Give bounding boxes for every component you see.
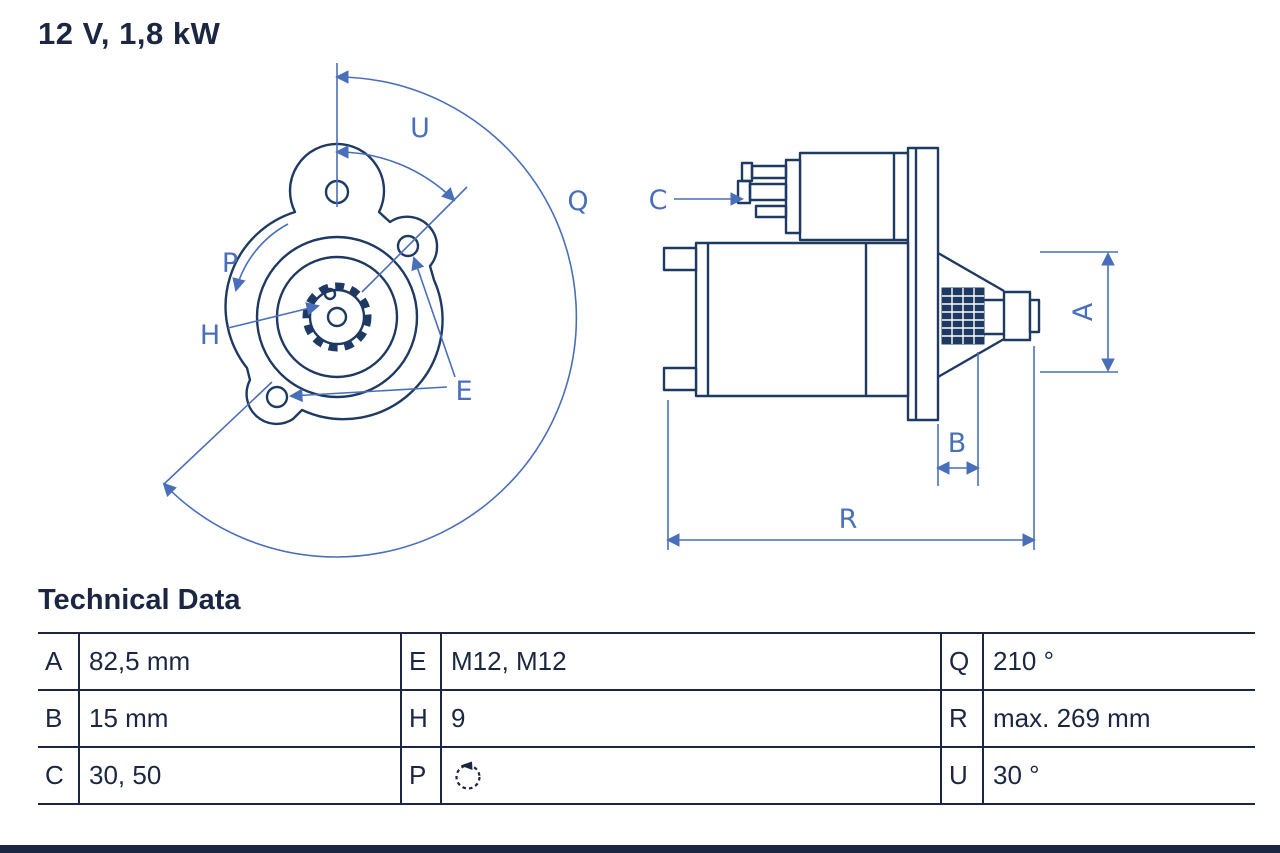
side-view-drawing: C A B R <box>649 146 1118 550</box>
rotation-ccw-icon <box>455 761 481 790</box>
technical-data-table: A 82,5 mm E M12, M12 Q 210 ° B 15 mm H 9… <box>38 632 1255 805</box>
dimension-label-r: R <box>839 504 858 535</box>
front-view-dimensions <box>162 63 578 558</box>
dimension-label-h: H <box>200 320 220 351</box>
dim-value-p <box>440 748 940 803</box>
dimension-label-p: P <box>222 248 238 279</box>
u-angle-arc <box>334 145 456 202</box>
bottom-bar <box>0 845 1280 853</box>
pinion-knurl <box>941 287 985 345</box>
pinion-front <box>1002 290 1032 342</box>
dimension-label-u: U <box>410 113 430 144</box>
dim-key-r: R <box>940 691 982 746</box>
dim-value-h: 9 <box>440 691 940 746</box>
mounting-hole-upper <box>396 234 420 258</box>
dim-value-a: 82,5 mm <box>78 634 400 689</box>
table-row: B 15 mm H 9 R max. 269 mm <box>38 691 1255 748</box>
mounting-plate <box>906 146 940 422</box>
front-view-drawing: U Q P H E <box>162 63 589 558</box>
table-row: C 30, 50 P U 30 ° <box>38 748 1255 805</box>
solenoid-body <box>798 151 912 242</box>
solenoid-terminals <box>736 161 788 219</box>
dimension-label-q: Q <box>567 186 588 217</box>
dim-key-q: Q <box>940 634 982 689</box>
shaft-tip <box>1028 298 1041 334</box>
dim-key-h: H <box>400 691 440 746</box>
dimension-label-c: C <box>649 185 668 216</box>
e-pointer-lower <box>288 386 448 403</box>
table-row: A 82,5 mm E M12, M12 Q 210 ° <box>38 634 1255 691</box>
dim-value-b: 15 mm <box>78 691 400 746</box>
technical-data-heading: Technical Data <box>38 584 241 616</box>
dim-key-a: A <box>45 646 63 676</box>
dim-value-e: M12, M12 <box>440 634 940 689</box>
dimension-label-e: E <box>455 376 472 407</box>
motor-body <box>694 241 910 398</box>
end-lug-top <box>662 246 698 272</box>
dim-key-p: P <box>400 748 440 803</box>
dim-value-c: 30, 50 <box>78 748 400 803</box>
h-pointer-line <box>227 302 320 329</box>
p-rotation-arc <box>232 223 289 292</box>
q-angle-arc <box>162 70 578 558</box>
dim-value-r: max. 269 mm <box>982 691 1255 746</box>
e-pointer-upper <box>411 256 456 378</box>
dimension-label-a: A <box>1068 302 1099 321</box>
dimension-label-b: B <box>948 428 967 459</box>
dim-value-q: 210 ° <box>982 634 1255 689</box>
dim-key-c: C <box>45 760 64 790</box>
dim-key-b: B <box>45 703 63 733</box>
u-reference-line <box>361 186 468 293</box>
starter-motor-drawing: U Q P H E <box>162 63 1118 558</box>
dim-value-u: 30 ° <box>982 748 1255 803</box>
power-rating: 12 V, 1,8 kW <box>38 16 221 51</box>
end-lug-bottom <box>662 366 698 392</box>
solenoid-end-cap <box>784 158 802 235</box>
dim-key-u: U <box>940 748 982 803</box>
q-reference-line <box>163 381 273 485</box>
dim-key-e: E <box>400 634 440 689</box>
side-view-dimensions <box>665 192 1118 550</box>
